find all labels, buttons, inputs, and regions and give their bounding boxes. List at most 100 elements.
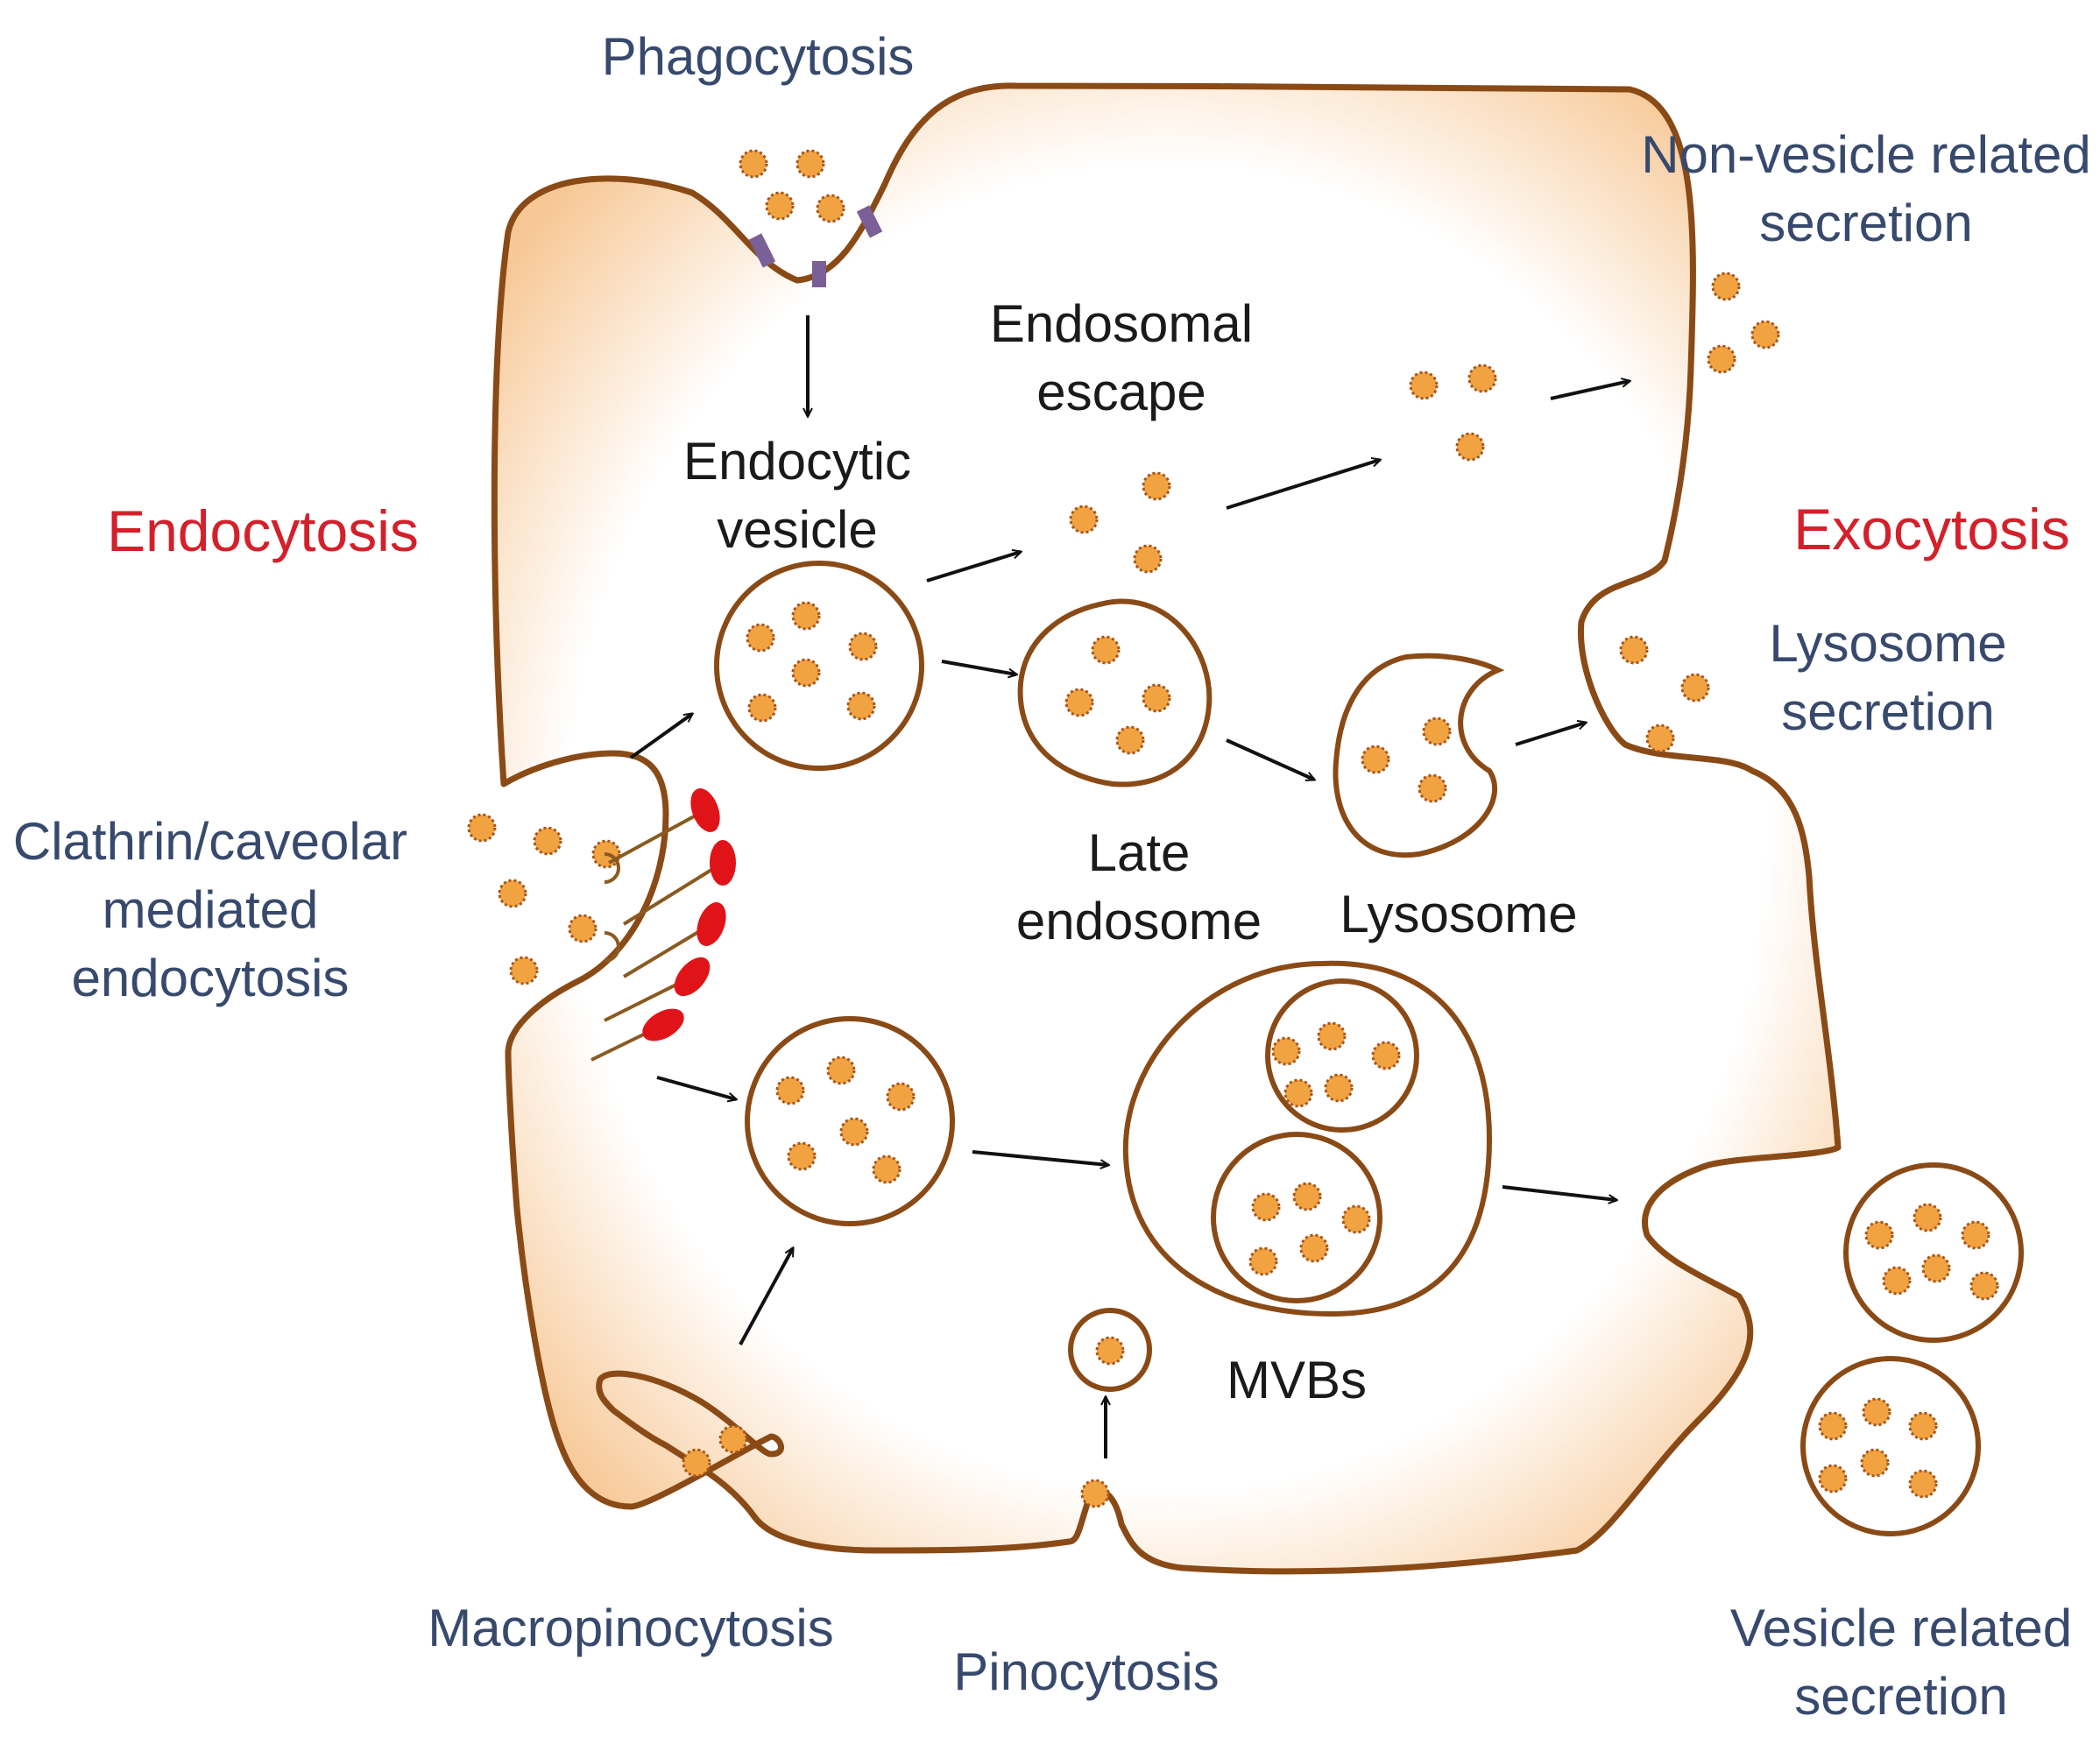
clathrin-coat-unit — [690, 788, 720, 832]
cargo-particle — [1818, 1464, 1848, 1493]
cargo-particle — [1142, 471, 1171, 501]
cargo-particle — [1619, 635, 1649, 665]
cargo-particle — [787, 1141, 817, 1171]
label-pinocytosis: Pinocytosis — [953, 1642, 1220, 1701]
label-clathrin-caveolar: Clathrin/caveolar mediated endocytosis — [0, 808, 421, 1013]
clathrin-coat-unit — [710, 840, 736, 886]
cargo-particle — [1422, 717, 1452, 746]
label-line: escape — [1036, 363, 1206, 421]
label-line: secretion — [1794, 1667, 2008, 1726]
cargo-particle — [1248, 1246, 1278, 1276]
clathrin-coat-unit — [642, 1008, 684, 1041]
cargo-particle — [739, 149, 768, 179]
cargo-particle — [1371, 1041, 1401, 1070]
cargo-particle — [765, 191, 795, 221]
pathway-arrow — [926, 552, 1021, 583]
lysosome-membrane — [1333, 653, 1505, 858]
cargo-particle — [718, 1424, 748, 1454]
label-line: secretion — [1759, 194, 1973, 252]
cargo-particle — [1418, 773, 1447, 803]
label-line: Late — [1087, 823, 1191, 882]
label-line: secretion — [1781, 682, 1995, 741]
label-macropinocytosis: Macropinocytosis — [428, 1599, 834, 1657]
cargo-particle — [1862, 1397, 1891, 1427]
label-line: Endocytic — [682, 432, 912, 491]
cargo-particle — [1455, 432, 1485, 462]
pathway-arrow — [656, 1076, 736, 1099]
mvb-inner-vesicle-top — [1265, 978, 1419, 1133]
cargo-particle — [1317, 1021, 1347, 1051]
secreted-vesicle-top — [1843, 1162, 2024, 1343]
mvb-outer-membrane — [1122, 960, 1493, 1317]
secreted-vesicle-bottom — [1800, 1356, 1981, 1536]
cargo-particle — [1913, 1203, 1942, 1232]
cargo-particle — [467, 813, 497, 843]
cargo-particle — [1711, 272, 1741, 301]
cargo-particle — [1080, 1479, 1110, 1508]
cargo-particle — [1467, 364, 1497, 393]
organelles — [714, 561, 2024, 1536]
cargo-particle — [872, 1154, 902, 1184]
cargo-particle — [1680, 673, 1710, 703]
mvb-inner-vesicle-bottom — [1211, 1132, 1382, 1303]
cargo-binding-receptor — [604, 931, 620, 963]
cargo-particle — [1324, 1073, 1354, 1103]
cargo-particle — [839, 1117, 869, 1147]
cargo-particle — [1142, 683, 1171, 713]
phagocytosis-receptor — [748, 233, 776, 268]
label-lysosome-secretion: Lysosome secretion — [1743, 610, 2033, 746]
label-vesicle-secretion: Vesicle related secretion — [1708, 1594, 2094, 1731]
cargo-particle — [791, 658, 821, 688]
cargo-particle — [1299, 1233, 1329, 1263]
label-endosomal-escape: Endosomal escape — [964, 290, 1279, 427]
cargo-particle — [1341, 1204, 1371, 1234]
cargo-particle — [775, 1076, 805, 1105]
pathway-arrow — [629, 714, 692, 759]
endocytic-vesicle — [714, 561, 924, 771]
label-exocytosis: Exocytosis — [1793, 497, 2070, 561]
cargo-binding-receptor — [604, 852, 620, 884]
label-endocytosis: Endocytosis — [107, 498, 419, 563]
cargo-particle — [1133, 544, 1163, 574]
pathway-arrow — [1550, 381, 1630, 400]
cargo-particle — [1091, 635, 1121, 665]
label-non-vesicle-secretion: Non-vesicle related secretion — [1630, 121, 2100, 258]
cargo-particle — [1251, 1192, 1281, 1222]
cargo-particle — [1645, 724, 1675, 753]
clathrin-coat-unit — [696, 902, 726, 946]
pathway-arrow — [739, 1248, 795, 1345]
cargo-particle — [1921, 1253, 1951, 1283]
clathrin-receptor-stalk — [622, 922, 713, 978]
cargo-particle — [1283, 1078, 1313, 1108]
label-line: endocytosis — [71, 949, 350, 1007]
label-phagocytosis: Phagocytosis — [601, 27, 915, 86]
pathway-arrow — [941, 660, 1016, 674]
cargo-particle — [1409, 371, 1439, 400]
cargo-particle — [816, 194, 845, 223]
pathway-arrow — [1502, 1185, 1616, 1200]
pathway-arrow — [972, 1150, 1108, 1165]
cargo-particle — [1908, 1469, 1938, 1499]
cargo-particle — [746, 623, 775, 653]
label-endocytic-vesicle: Endocytic vesicle — [661, 427, 933, 564]
cargo-particle — [886, 1082, 916, 1112]
cargo-particle — [1069, 505, 1099, 534]
label-line: endosome — [1015, 892, 1262, 950]
label-mvbs: MVBs — [1226, 1351, 1368, 1409]
label-line: vesicle — [717, 500, 878, 559]
cargo-particle — [1864, 1220, 1894, 1250]
cargo-particle — [509, 956, 539, 985]
clathrin-coat-unit — [674, 957, 711, 997]
cargo-particle — [1064, 688, 1094, 717]
cargo-particle — [1095, 1336, 1125, 1366]
label-lysosome: Lysosome — [1340, 885, 1578, 943]
cargo-particle — [1361, 745, 1390, 774]
cargo-particle — [1707, 344, 1736, 374]
label-line: Vesicle related — [1729, 1599, 2073, 1657]
cargo-particle — [791, 601, 821, 631]
early-vesicle — [745, 1016, 955, 1226]
pathway-arrow — [1515, 723, 1586, 746]
cargo-particle — [1969, 1271, 1999, 1301]
label-line: Clathrin/caveolar — [12, 812, 408, 871]
pathway-arrow — [1226, 460, 1380, 510]
